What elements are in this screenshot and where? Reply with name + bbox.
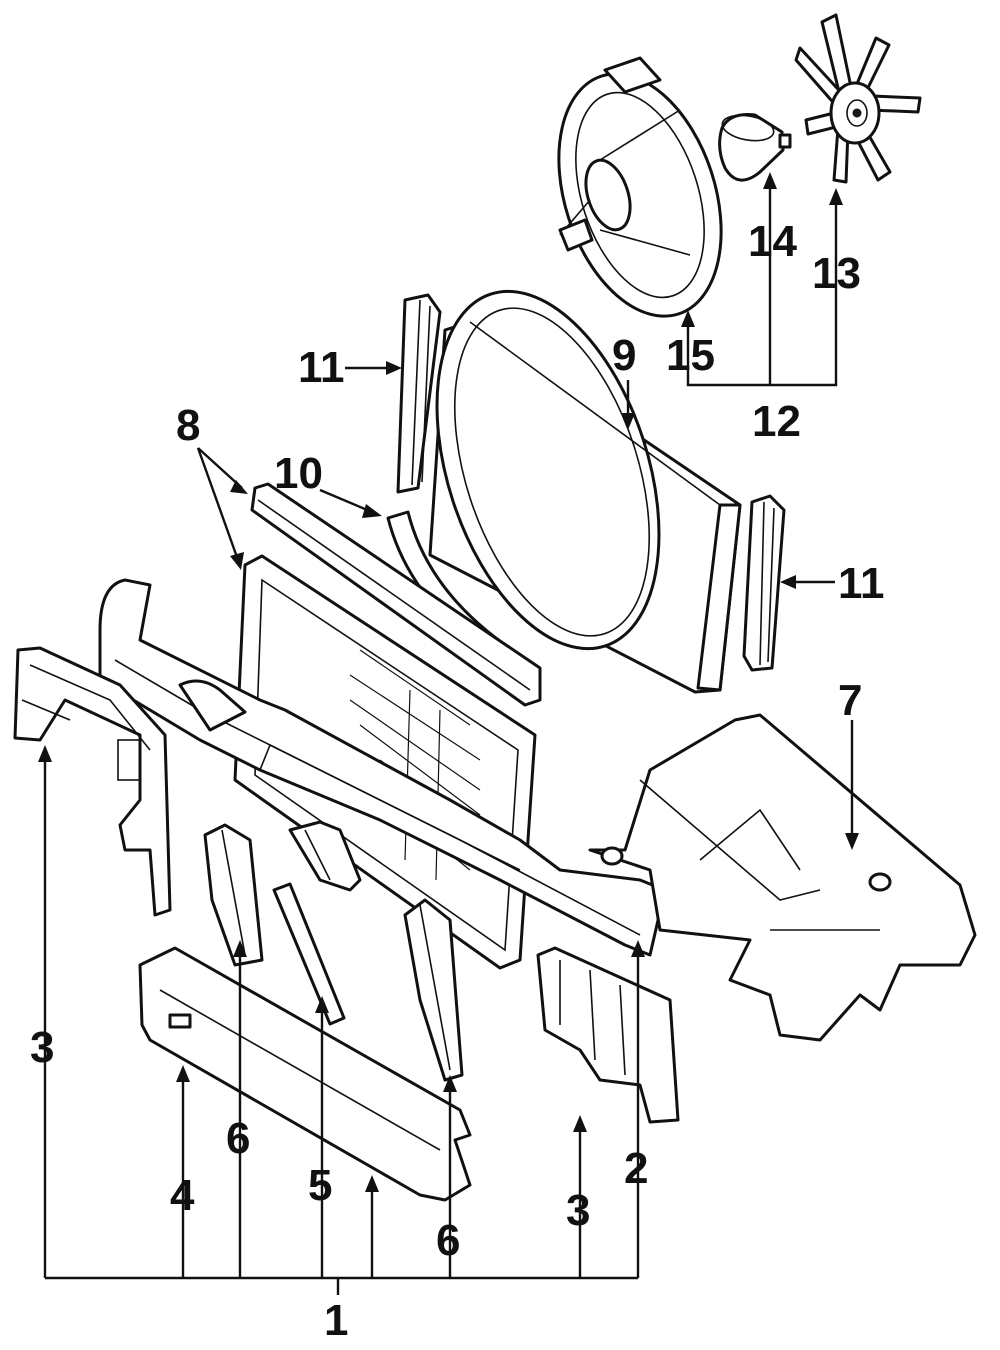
side-support-right (536, 946, 680, 1124)
callout-9: 9 (612, 331, 636, 380)
callout-8: 8 (176, 401, 200, 450)
callout-labels: 1 2 3 3 4 5 6 6 7 8 9 10 11 11 12 13 14 … (30, 217, 885, 1345)
callout-12: 12 (752, 397, 801, 446)
callout-11-left: 11 (298, 343, 345, 392)
callout-4: 4 (170, 1171, 195, 1220)
arrowheads (38, 172, 859, 1192)
upper-radiator-seal (250, 482, 542, 707)
lower-tie-bar (138, 946, 472, 1202)
upright-bracket-left (203, 823, 264, 967)
callout-15: 15 (666, 331, 715, 380)
callout-14: 14 (748, 217, 797, 266)
radiator-shroud (428, 289, 742, 694)
fan-blade (794, 13, 922, 184)
callout-3-right: 3 (566, 1186, 590, 1235)
side-seal-left (396, 293, 442, 494)
leader-lines (43, 185, 854, 1295)
callout-2: 2 (624, 1144, 648, 1193)
side-seal-right (742, 494, 786, 672)
fan-clutch (718, 113, 792, 182)
callout-11-right: 11 (838, 559, 885, 608)
callout-10: 10 (274, 449, 323, 498)
upper-tie-bar (98, 578, 667, 957)
callout-6-left: 6 (226, 1114, 250, 1163)
callout-7: 7 (838, 676, 862, 725)
center-strip (272, 882, 346, 1026)
latch-bracket (288, 820, 362, 892)
upright-bracket-right (403, 898, 464, 1082)
fan-shroud (557, 56, 723, 318)
side-support-left (13, 646, 172, 917)
callout-1: 1 (324, 1296, 348, 1345)
splash-shield (588, 713, 977, 1042)
callout-13: 13 (812, 249, 861, 298)
callout-3-left: 3 (30, 1023, 54, 1072)
callout-6-right: 6 (436, 1216, 460, 1265)
callout-5: 5 (308, 1161, 332, 1210)
